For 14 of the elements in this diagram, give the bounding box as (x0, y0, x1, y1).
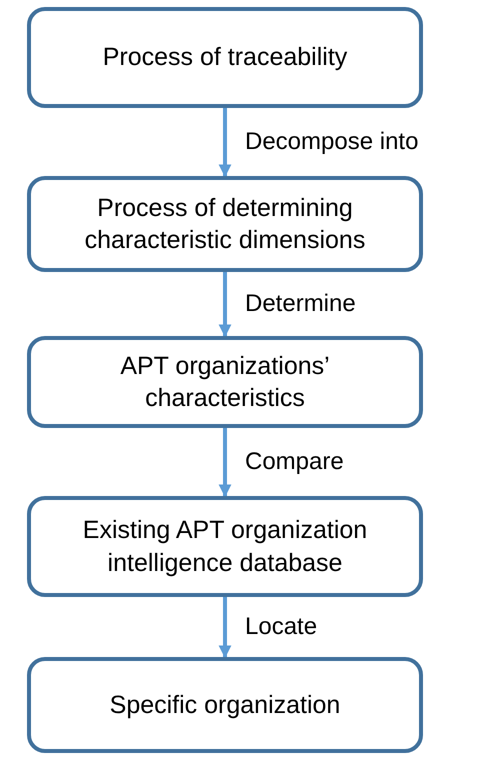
process-box (27, 657, 423, 753)
process-box (27, 7, 423, 108)
process-box (27, 496, 423, 597)
process-box (27, 336, 423, 428)
arrow (218, 108, 232, 178)
process-box (27, 176, 423, 272)
box-text: APT organizations’ characteristics (119, 350, 331, 414)
box-text: Specific organization (110, 690, 340, 721)
box-text: Existing APT organization intelligence database (82, 515, 368, 578)
arrow (218, 272, 232, 338)
box-text: Process of determining characteristic dimensions (84, 192, 366, 256)
arrow (218, 597, 232, 658)
arrow (218, 428, 232, 498)
box-text: Process of traceability (102, 42, 348, 74)
